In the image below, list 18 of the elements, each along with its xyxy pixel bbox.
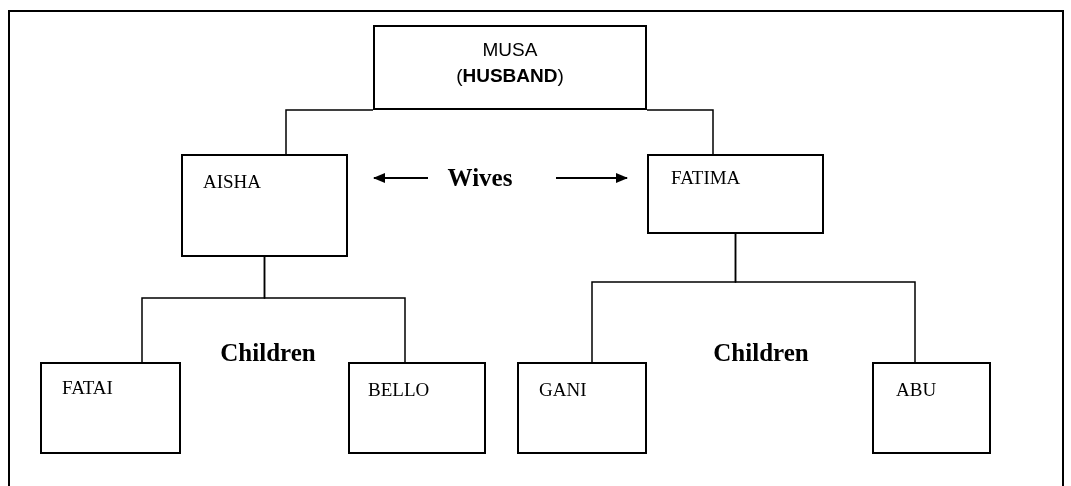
- person-box: [373, 25, 647, 110]
- person-box: FATIMA: [647, 154, 824, 234]
- group-label: Children: [712, 338, 810, 368]
- connector-line: [263, 256, 406, 363]
- person-box: ABU: [872, 362, 991, 454]
- name-text: MUSA: [481, 38, 539, 62]
- arrow: [373, 173, 429, 183]
- person-box: GANI: [517, 362, 647, 454]
- connector-line: [285, 109, 374, 155]
- arrow: [555, 173, 628, 183]
- group-label: Children: [219, 338, 317, 368]
- connector-line: [734, 233, 916, 363]
- role-text: (HUSBAND): [455, 64, 565, 88]
- person-box: FATAI: [40, 362, 181, 454]
- person-box: BELLO: [348, 362, 486, 454]
- connector-line: [646, 109, 714, 155]
- person-box: AISHA: [181, 154, 348, 257]
- group-label: Wives: [430, 160, 530, 196]
